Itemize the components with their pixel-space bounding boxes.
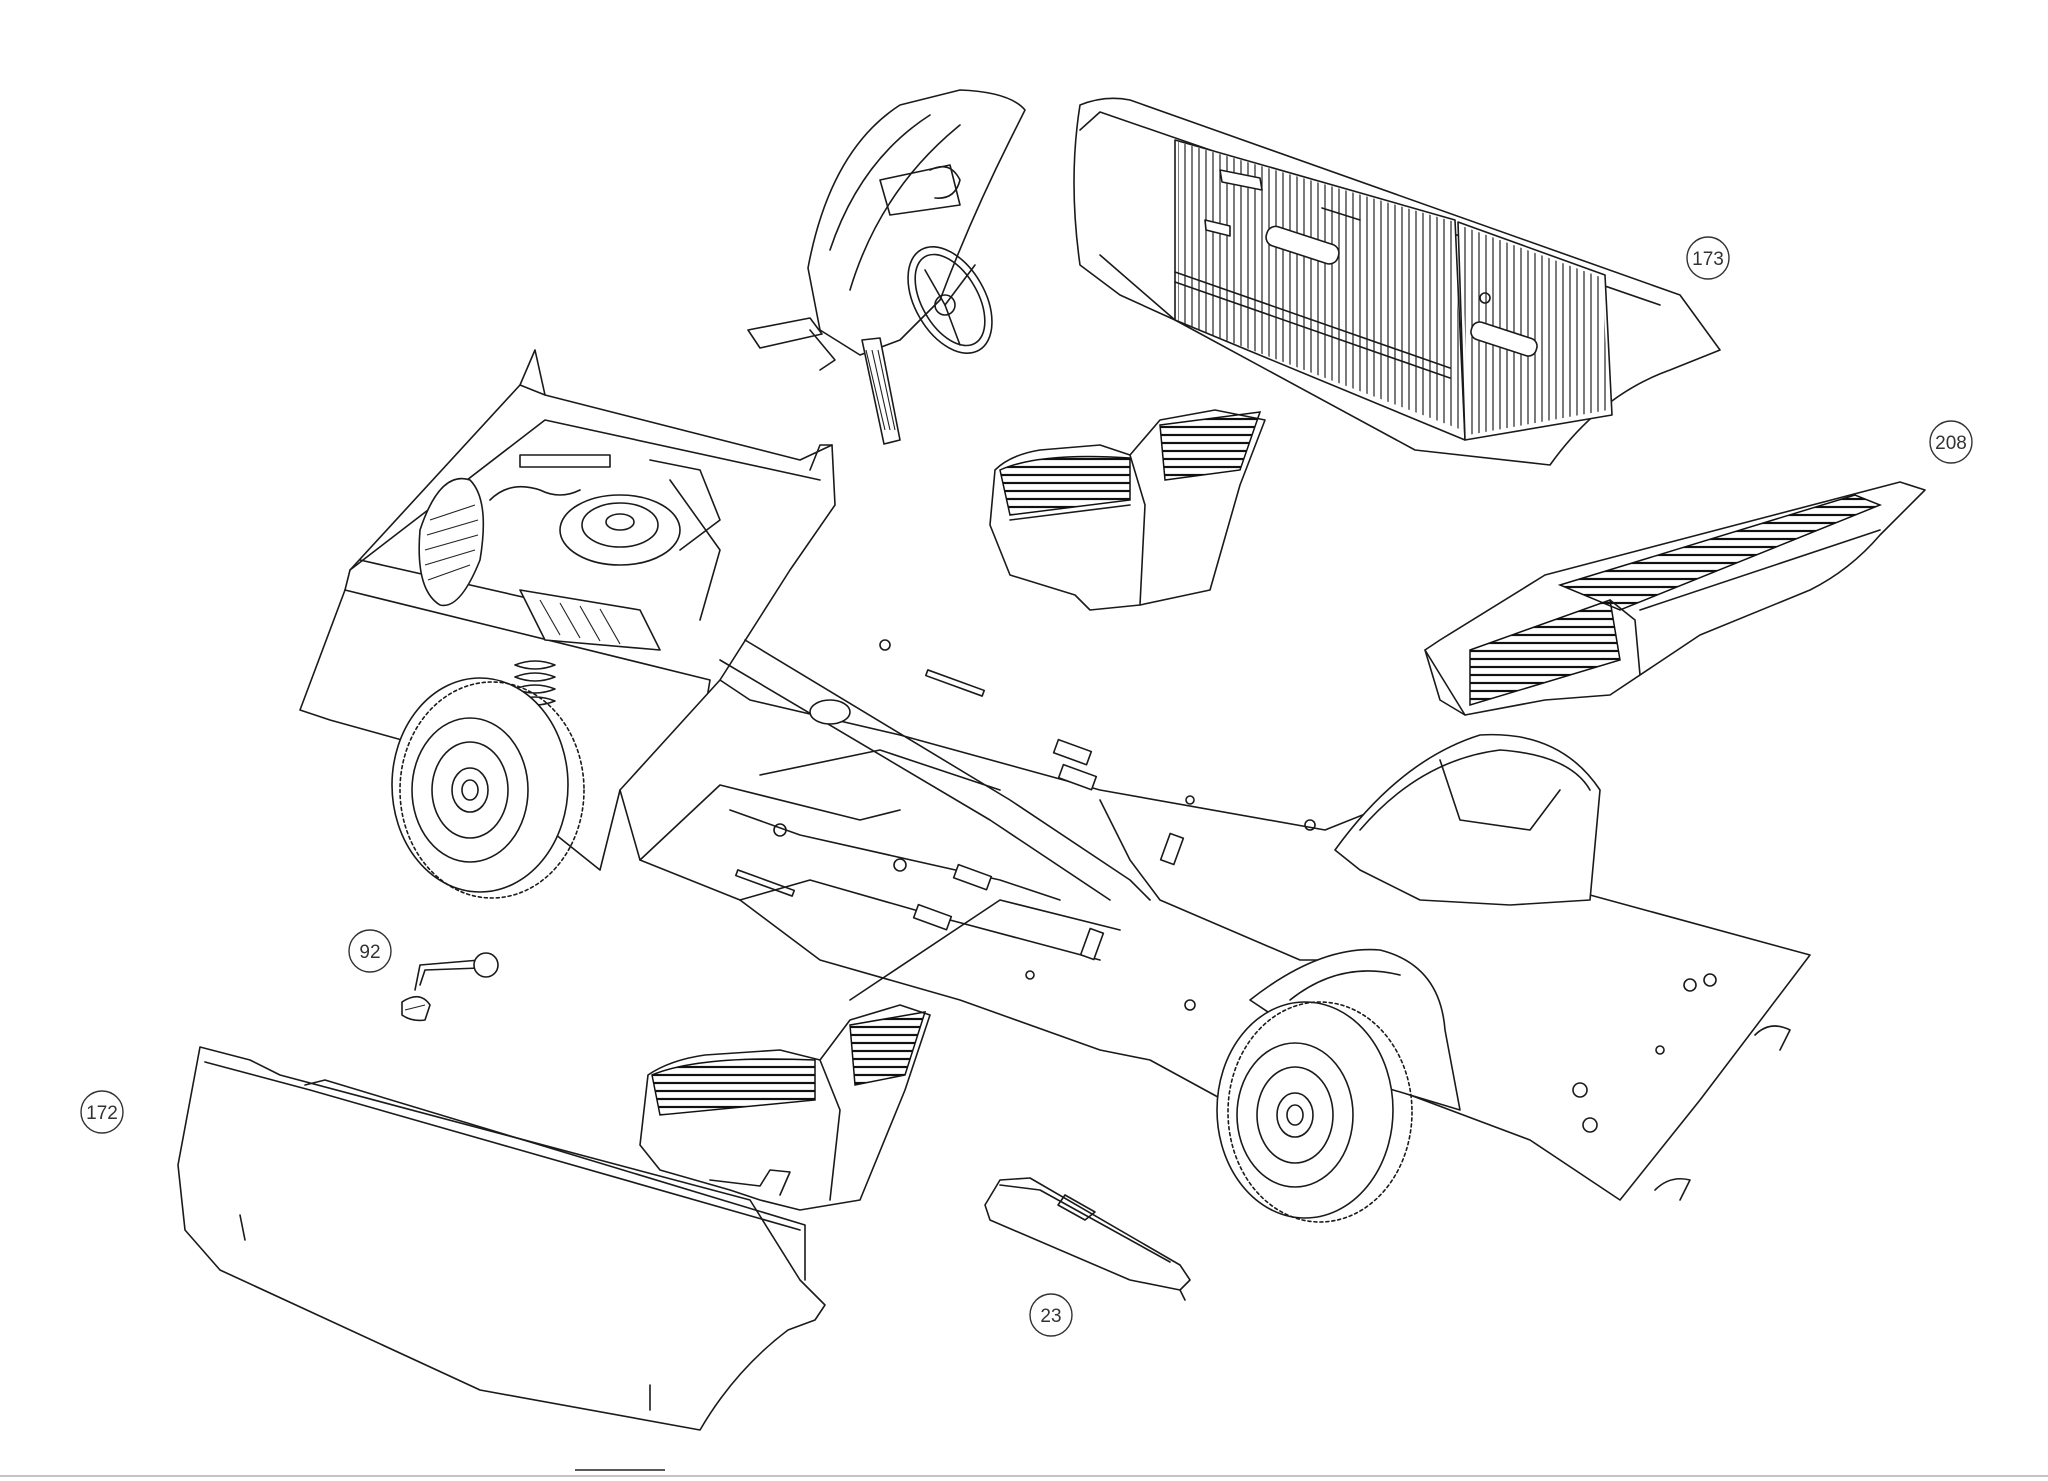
bucket-seat-upper	[989, 409, 1266, 611]
callout-173: 173	[1686, 236, 1730, 280]
front-wheel	[391, 677, 585, 899]
callout-208: 208	[1929, 420, 1973, 464]
callout-92: 92	[348, 929, 392, 973]
rear-seat-208	[1424, 481, 1926, 716]
callout-92-label: 92	[359, 942, 380, 963]
floor-pan	[619, 639, 1811, 1201]
rear-exhaust	[1654, 1025, 1791, 1201]
callout-172: 172	[80, 1090, 124, 1134]
side-panel-172	[177, 1046, 826, 1431]
rear-wheel	[1216, 1001, 1413, 1223]
callout-23: 23	[1029, 1293, 1073, 1337]
door-panel-173	[1073, 97, 1721, 466]
console-23	[984, 1177, 1191, 1301]
callout-172-label: 172	[86, 1103, 118, 1124]
callout-208-label: 208	[1935, 433, 1967, 454]
callout-23-label: 23	[1040, 1306, 1061, 1327]
shifter-92	[401, 952, 499, 1022]
bucket-seat-lower	[639, 1004, 931, 1211]
callout-173-label: 173	[1692, 249, 1724, 270]
dashboard-assembly	[747, 89, 1026, 445]
